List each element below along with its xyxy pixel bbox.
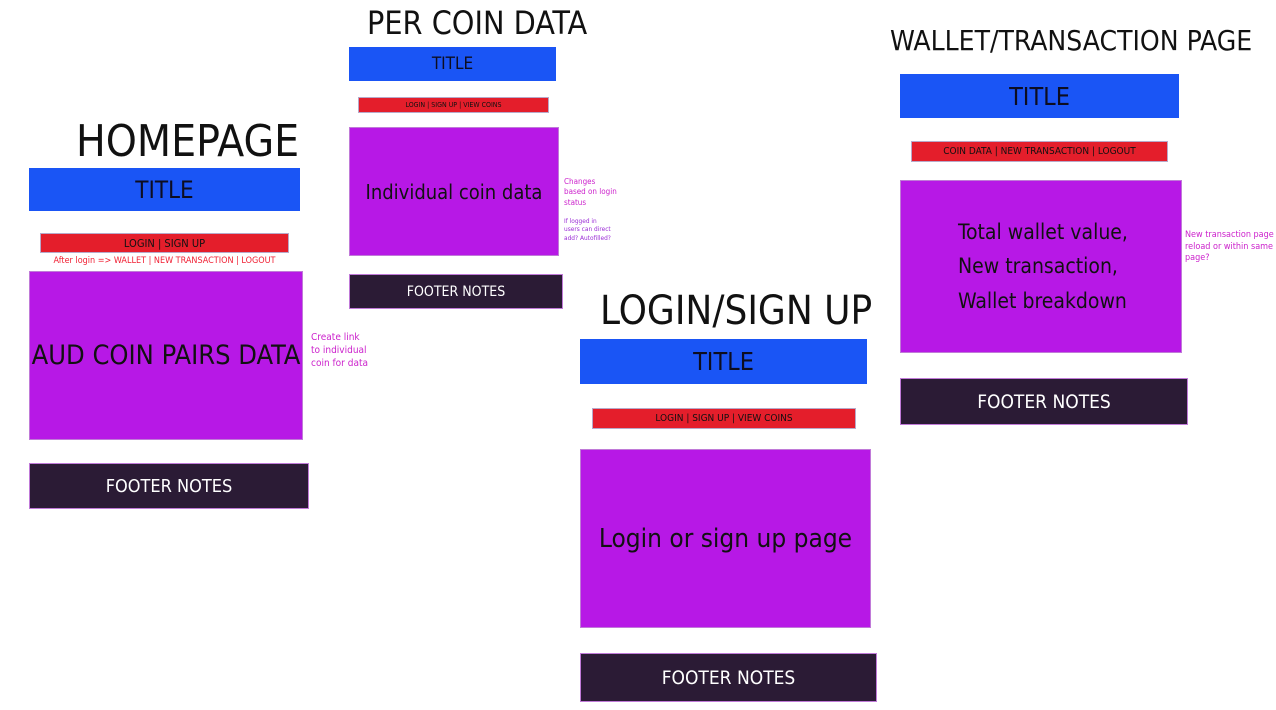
wallet-content-line: Wallet breakdown [958, 288, 1127, 313]
note-line: Create link [311, 332, 360, 343]
login-title-label: TITLE [693, 347, 754, 376]
per-coin-content-label: Individual coin data [365, 179, 543, 204]
homepage-footer-label: FOOTER NOTES [105, 475, 233, 497]
per-coin-nav-bar: LOGIN | SIGN UP | VIEW COINS [358, 97, 549, 113]
login-nav-bar: LOGIN | SIGN UP | VIEW COINS [592, 408, 856, 429]
note-line: add? Autofilled? [564, 233, 611, 242]
per-coin-title-label: TITLE [431, 54, 474, 74]
login-footer-label: FOOTER NOTES [661, 666, 796, 689]
wallet-heading: WALLET/TRANSACTION PAGE [890, 24, 1253, 57]
wallet-content-line: New transaction, [958, 254, 1118, 279]
login-footer: FOOTER NOTES [580, 653, 877, 702]
per-coin-side-note-2: If logged in users can direct add? Autof… [564, 217, 611, 242]
per-coin-footer-label: FOOTER NOTES [406, 283, 506, 300]
homepage-title-label: TITLE [135, 175, 194, 204]
homepage-footer: FOOTER NOTES [29, 463, 309, 509]
login-nav-label: LOGIN | SIGN UP | VIEW COINS [655, 413, 793, 424]
wallet-nav-label: COIN DATA | NEW TRANSACTION | LOGOUT [943, 146, 1136, 157]
note-line: reload or within same [1185, 241, 1274, 252]
homepage-after-login-note: After login => WALLET | NEW TRANSACTION … [53, 256, 276, 266]
login-title-bar: TITLE [580, 339, 867, 384]
homepage-side-note: Create link to individual coin for data [311, 331, 368, 370]
note-line: based on login [564, 187, 617, 197]
homepage-content-label: AUD COIN PAIRS DATA [31, 340, 301, 371]
wallet-nav-bar: COIN DATA | NEW TRANSACTION | LOGOUT [911, 141, 1168, 162]
note-line: status [564, 197, 587, 207]
homepage-nav-label: LOGIN | SIGN UP [123, 236, 206, 250]
homepage-nav-bar: LOGIN | SIGN UP [40, 233, 289, 253]
homepage-heading: HOMEPAGE [76, 116, 300, 167]
note-line: If logged in [564, 217, 597, 225]
homepage-title-bar: TITLE [29, 168, 300, 211]
wallet-content-line: Total wallet value, [958, 219, 1128, 244]
per-coin-side-note: Changes based on login status [564, 177, 617, 208]
login-content-area: Login or sign up page [580, 449, 871, 628]
login-heading: LOGIN/SIGN UP [600, 288, 873, 334]
wallet-content-area: Total wallet value, New transaction, Wal… [900, 180, 1182, 353]
note-line: coin for data [311, 358, 368, 369]
login-content-label: Login or sign up page [598, 523, 853, 554]
wallet-title-bar: TITLE [900, 74, 1179, 118]
note-line: Changes [564, 177, 596, 186]
per-coin-footer: FOOTER NOTES [349, 274, 563, 309]
per-coin-heading: PER COIN DATA [367, 4, 588, 42]
per-coin-content-area: Individual coin data [349, 127, 559, 256]
wallet-footer: FOOTER NOTES [900, 378, 1188, 425]
per-coin-nav-label: LOGIN | SIGN UP | VIEW COINS [405, 101, 502, 109]
note-line: to individual [311, 345, 367, 356]
wallet-title-label: TITLE [1009, 81, 1070, 111]
per-coin-title-bar: TITLE [349, 47, 556, 81]
wallet-side-note: New transaction page reload or within sa… [1185, 230, 1274, 265]
note-line: users can direct [564, 225, 611, 234]
note-line: New transaction page [1185, 230, 1274, 240]
homepage-content-area: AUD COIN PAIRS DATA [29, 271, 303, 440]
wallet-footer-label: FOOTER NOTES [977, 390, 1111, 413]
note-line: page? [1185, 253, 1210, 264]
